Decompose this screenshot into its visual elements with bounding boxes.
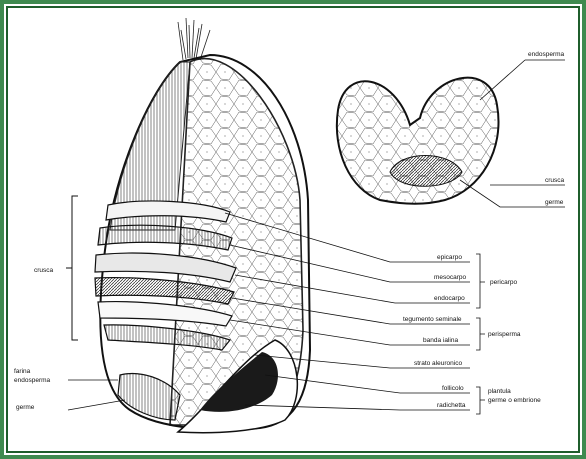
label-endocarpo: endocarpo <box>434 295 465 302</box>
label-banda-ialina: banda ialina <box>423 337 458 344</box>
label-crusca-right: crusca <box>545 177 565 184</box>
label-farina: farina <box>14 368 31 375</box>
label-plantula: plantula <box>488 388 511 395</box>
label-crusca-left: crusca <box>34 267 54 274</box>
label-endosperma-top: endosperma <box>528 51 565 58</box>
brush-hairs <box>178 18 210 60</box>
label-epicarpo: epicarpo <box>437 254 462 261</box>
label-pericarpo: pericarpo <box>490 279 517 286</box>
grain-cross-section <box>337 78 499 204</box>
label-germe-o-embrione: germe o embrione <box>488 397 541 404</box>
label-tegumento-seminale: tegumento seminale <box>403 316 462 323</box>
label-germe-left: germe <box>16 404 35 411</box>
label-follicolo: follicolo <box>442 385 464 392</box>
germ-base <box>118 374 180 420</box>
right-braces <box>476 254 485 414</box>
label-endosperma-left: endosperma <box>14 377 51 384</box>
label-strato-aleuronico: strato aleuronico <box>414 360 462 367</box>
label-radichetta: radichetta <box>437 402 466 409</box>
label-mesocarpo: mesocarpo <box>434 274 467 281</box>
label-perisperma: perisperma <box>488 331 521 338</box>
grain-longitudinal-section <box>95 18 310 433</box>
label-germe-right: germe <box>545 199 564 206</box>
crusca-brace <box>66 196 78 340</box>
